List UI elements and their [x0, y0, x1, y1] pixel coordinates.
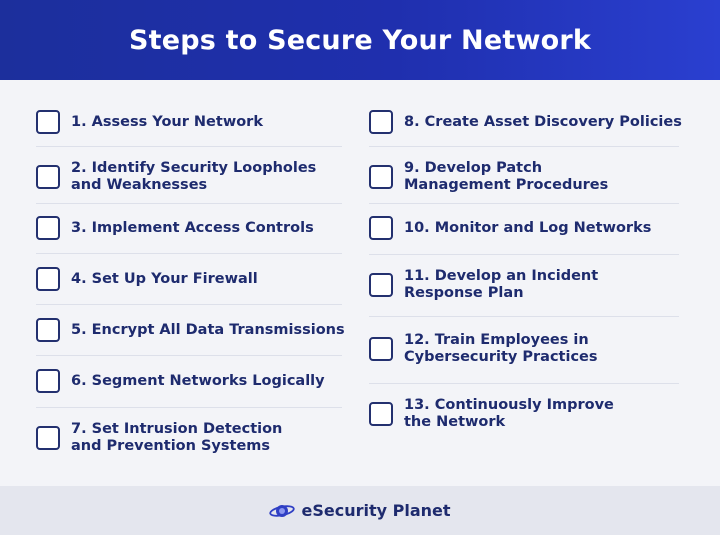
checkbox-icon[interactable] — [36, 267, 60, 291]
divider — [369, 146, 679, 147]
divider — [36, 407, 342, 408]
checkbox-icon[interactable] — [36, 110, 60, 134]
checkbox-icon[interactable] — [36, 318, 60, 342]
checklist-item-5: 5. Encrypt All Data Transmissions — [36, 318, 346, 342]
divider — [36, 253, 342, 254]
divider — [369, 316, 679, 317]
checklist-item-10: 10. Monitor and Log Networks — [369, 216, 689, 240]
item-label: 5. Encrypt All Data Transmissions — [71, 321, 345, 338]
checklist-item-8: 8. Create Asset Discovery Policies — [369, 110, 689, 134]
divider — [369, 254, 679, 255]
planet-logo-icon — [269, 504, 296, 517]
checkbox-icon[interactable] — [369, 110, 393, 134]
checkbox-icon[interactable] — [36, 165, 60, 189]
footer-bar: eSecurity Planet — [0, 486, 720, 535]
divider — [36, 355, 342, 356]
brand-name: eSecurity Planet — [301, 501, 451, 520]
divider — [369, 203, 679, 204]
checklist-item-3: 3. Implement Access Controls — [36, 216, 346, 240]
item-label: 1. Assess Your Network — [71, 113, 263, 130]
checkbox-icon[interactable] — [36, 426, 60, 450]
divider — [369, 383, 679, 384]
divider — [36, 146, 342, 147]
checkbox-icon[interactable] — [36, 369, 60, 393]
checklist-item-6: 6. Segment Networks Logically — [36, 369, 346, 393]
checkbox-icon[interactable] — [369, 337, 393, 361]
item-label: 10. Monitor and Log Networks — [404, 219, 652, 236]
checkbox-icon[interactable] — [369, 165, 393, 189]
checkbox-icon[interactable] — [36, 216, 60, 240]
checkbox-icon[interactable] — [369, 216, 393, 240]
item-label: 6. Segment Networks Logically — [71, 372, 325, 389]
checkbox-icon[interactable] — [369, 273, 393, 297]
item-label: 3. Implement Access Controls — [71, 219, 314, 236]
divider — [36, 304, 342, 305]
page-title: Steps to Secure Your Network — [128, 24, 592, 56]
checkbox-icon[interactable] — [369, 402, 393, 426]
item-label: 8. Create Asset Discovery Policies — [404, 113, 682, 130]
divider — [36, 203, 342, 204]
header-banner: Steps to Secure Your Network — [0, 0, 720, 80]
item-label: 4. Set Up Your Firewall — [71, 270, 258, 287]
checklist-item-1: 1. Assess Your Network — [36, 110, 346, 134]
checklist-item-4: 4. Set Up Your Firewall — [36, 267, 346, 291]
brand-logo[interactable]: eSecurity Planet — [269, 501, 451, 521]
